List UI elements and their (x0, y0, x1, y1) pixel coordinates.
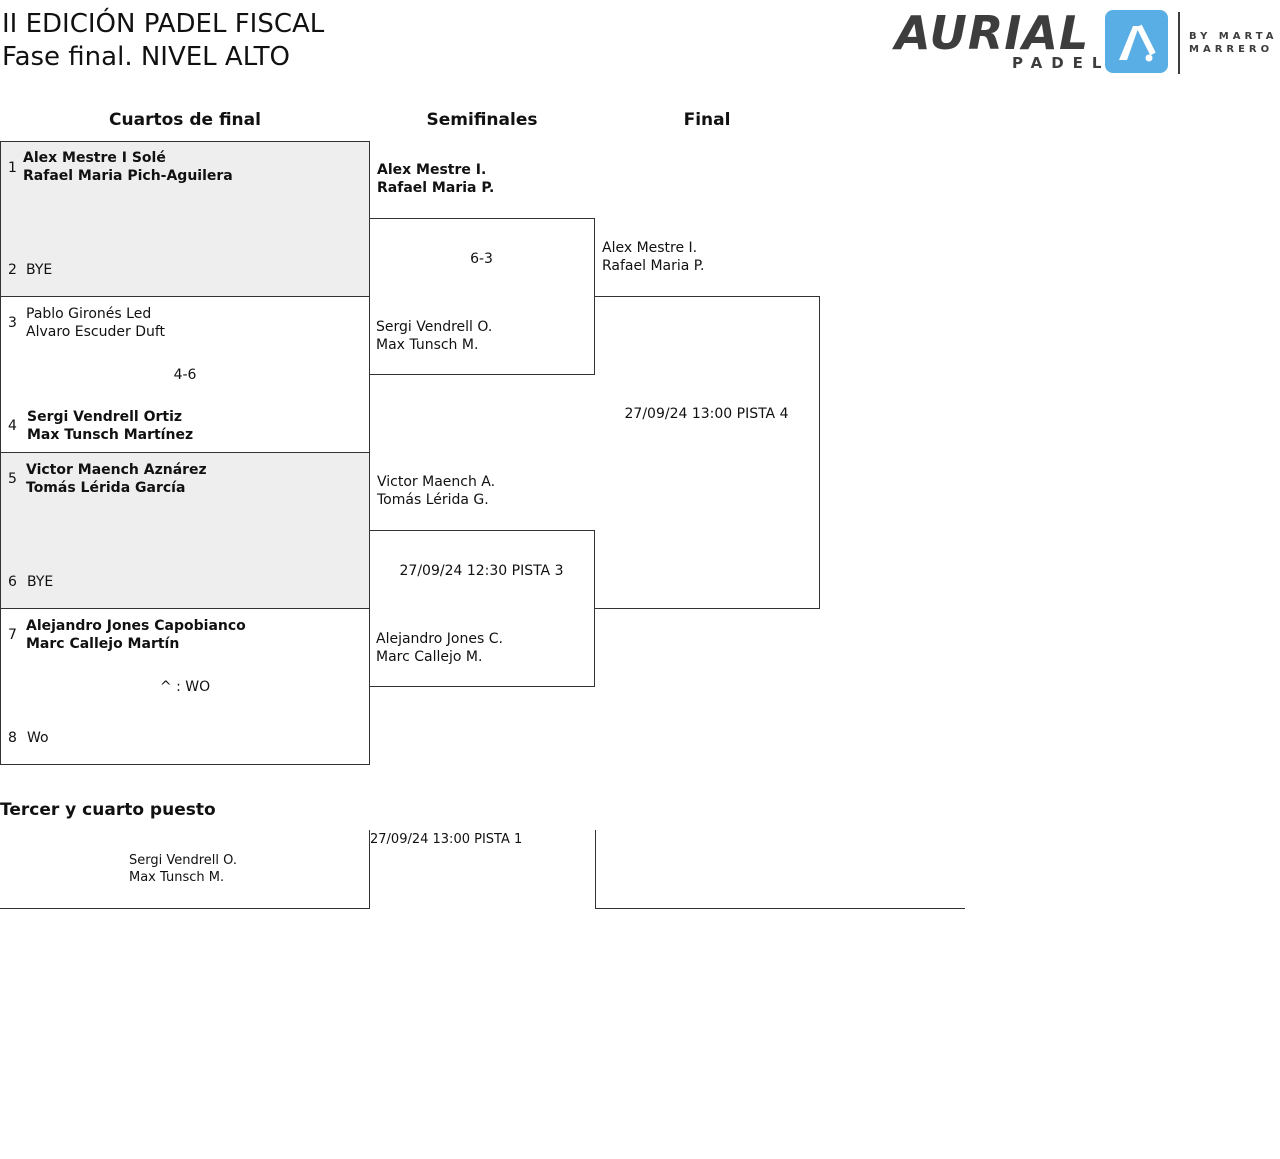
logo-word: AURIAL (895, 6, 1090, 60)
player-name: Sergi Vendrell Ortiz (27, 409, 183, 425)
bracket-line (369, 830, 370, 909)
match-schedule: 27/09/24 13:00 PISTA 4 (624, 406, 789, 422)
match-result: 4-6 (173, 367, 197, 383)
player-name: Victor Maench A. (377, 474, 496, 490)
third-place-heading: Tercer y cuarto puesto (0, 800, 216, 820)
quarterfinal-match-3: 5 Victor Maench Aznárez Tomás Lérida Gar… (0, 452, 370, 609)
player-name: Rafael Maria P. (602, 258, 705, 274)
quarterfinal-match-4: 7 Alejandro Jones Capobianco Marc Callej… (0, 608, 370, 765)
player-name: Max Tunsch M. (376, 337, 479, 353)
player-name: Max Tunsch M. (129, 870, 225, 885)
player-name: Sergi Vendrell O. (129, 853, 237, 868)
seed-number: 2 (8, 262, 17, 278)
round-heading-final: Final (683, 110, 731, 130)
player-name: Marc Callejo M. (376, 649, 483, 665)
match-schedule: 27/09/24 13:00 PISTA 1 (370, 832, 523, 847)
player-name: Alex Mestre I Solé (23, 150, 166, 166)
player-name: Max Tunsch Martínez (27, 427, 194, 443)
player-name: Alex Mestre I. (377, 162, 487, 178)
logo-padel-text: PADEL (1012, 54, 1111, 72)
seed-number: 4 (8, 418, 17, 434)
semifinal-match-1: 6-3 Sergi Vendrell O. Max Tunsch M. (369, 218, 595, 375)
player-name: Victor Maench Aznárez (26, 462, 207, 478)
player-name: Alvaro Escuder Duft (26, 324, 166, 340)
match-result: ^ : WO (159, 679, 211, 695)
match-schedule: 27/09/24 12:30 PISTA 3 (399, 563, 564, 579)
player-name: Marc Callejo Martín (26, 636, 180, 652)
player-name: BYE (27, 574, 54, 590)
quarterfinal-match-2: 3 Pablo Gironés Led Alvaro Escuder Duft … (0, 296, 370, 453)
player-name: Rafael Maria P. (377, 180, 495, 196)
logo-divider (1178, 12, 1180, 74)
round-heading-semis: Semifinales (426, 110, 538, 130)
player-name: BYE (26, 262, 53, 278)
round-heading-quarters: Cuartos de final (109, 110, 261, 130)
seed-number: 6 (8, 574, 17, 590)
bracket-line (0, 908, 370, 909)
match-result: 6-3 (470, 251, 493, 267)
player-name: Alex Mestre I. (602, 240, 698, 256)
final-match: 27/09/24 13:00 PISTA 4 (594, 296, 820, 609)
player-name: Tomás Lérida García (26, 480, 186, 496)
racket-logo-icon (1105, 10, 1168, 73)
semifinal-match-2: 27/09/24 12:30 PISTA 3 Alejandro Jones C… (369, 530, 595, 687)
player-name: Alejandro Jones C. (376, 631, 503, 647)
seed-number: 5 (8, 471, 17, 487)
logo-by-line1: BY MARTA (1189, 31, 1278, 42)
seed-number: 3 (8, 315, 17, 331)
quarterfinal-match-1: 1 Alex Mestre I Solé Rafael Maria Pich-A… (0, 141, 370, 297)
aurial-padel-logo: AURIAL PADEL BY MARTA MARRERO (895, 8, 1275, 78)
page-subtitle: Fase final. NIVEL ALTO (2, 42, 290, 72)
bracket-line (595, 830, 596, 909)
seed-number: 8 (8, 730, 17, 746)
player-name: Rafael Maria Pich-Aguilera (23, 168, 233, 184)
bracket-line (595, 908, 965, 909)
player-name: Tomás Lérida G. (377, 492, 489, 508)
seed-number: 7 (8, 627, 17, 643)
page-title: II EDICIÓN PADEL FISCAL (2, 9, 325, 39)
seed-number: 1 (8, 160, 17, 176)
player-name: Sergi Vendrell O. (376, 319, 493, 335)
player-name: Pablo Gironés Led (26, 306, 152, 322)
player-name: Alejandro Jones Capobianco (26, 618, 246, 634)
player-name: Wo (27, 730, 49, 746)
logo-by-line2: MARRERO (1189, 44, 1274, 55)
